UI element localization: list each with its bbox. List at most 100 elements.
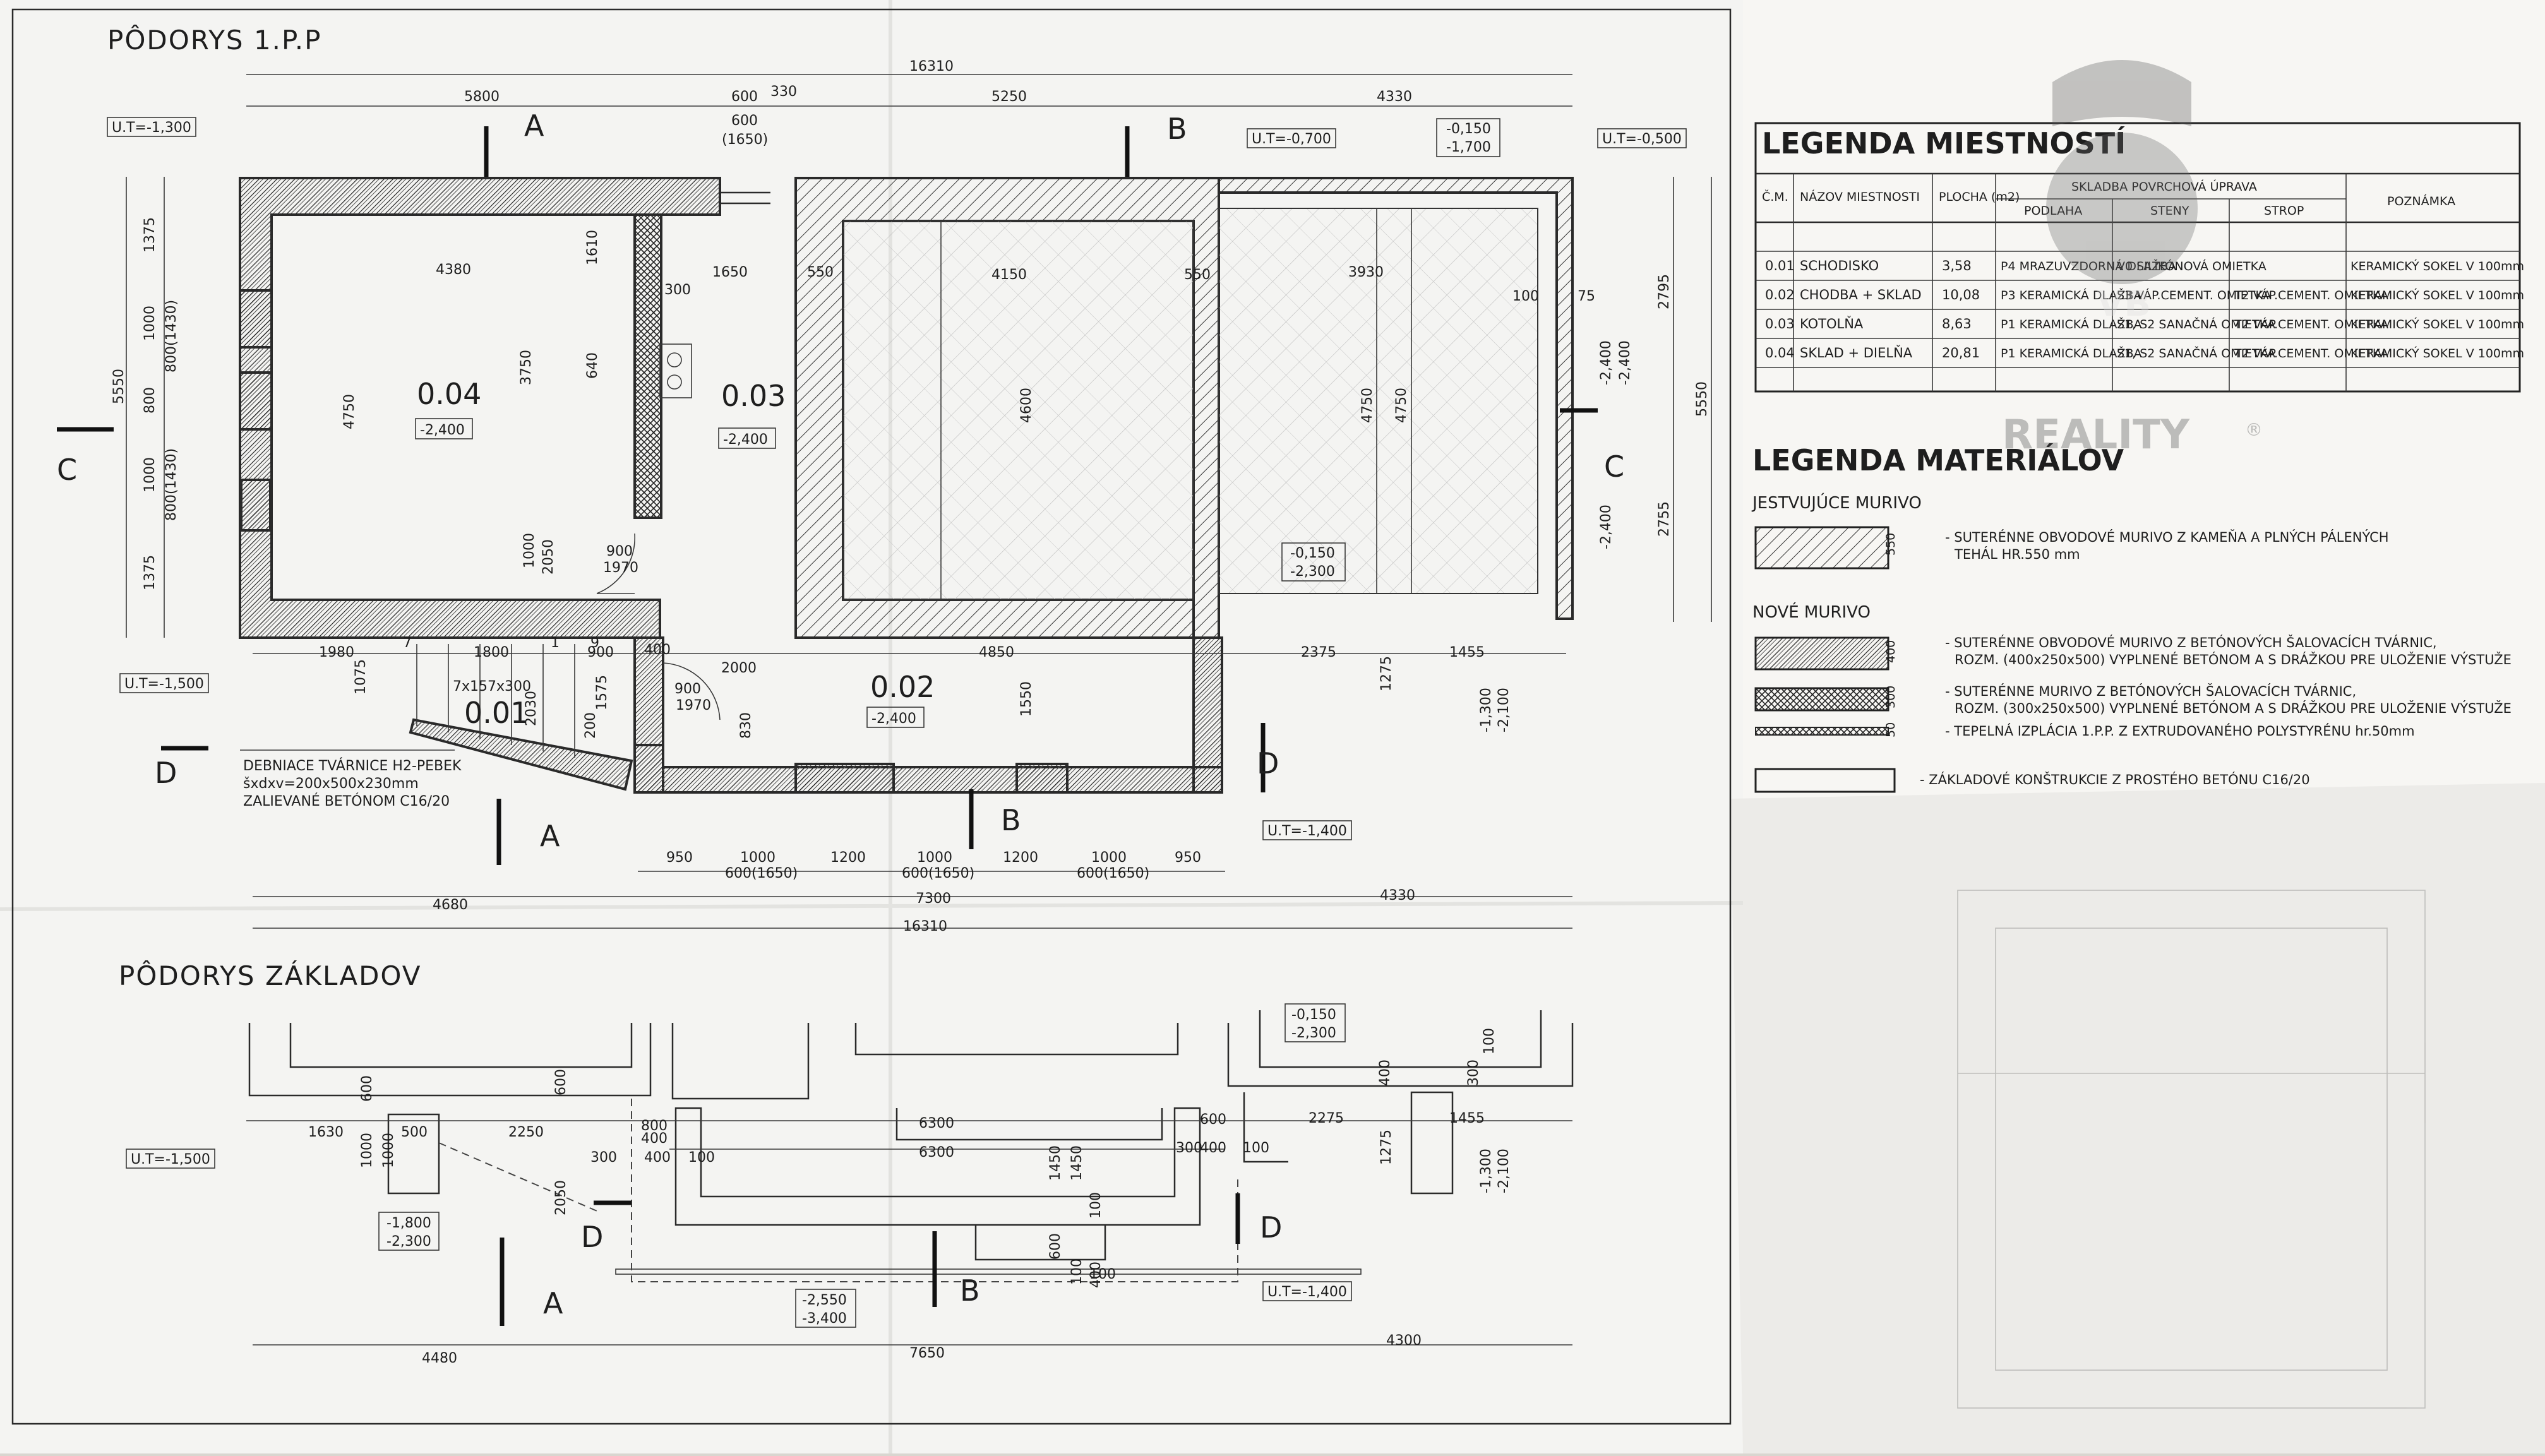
svg-text:2030: 2030 <box>524 691 539 726</box>
stair-treads <box>416 644 575 758</box>
svg-text:600(1650): 600(1650) <box>1077 866 1149 881</box>
svg-text:400: 400 <box>641 1131 668 1147</box>
svg-text:800(1430): 800(1430) <box>164 300 179 373</box>
svg-text:POZNÁMKA: POZNÁMKA <box>2387 194 2455 208</box>
svg-text:-2,100: -2,100 <box>1496 688 1512 732</box>
svg-text:SKLAD + DIELŇA: SKLAD + DIELŇA <box>1800 345 1913 361</box>
svg-text:P3 KERAMICKÁ DLAŽBA: P3 KERAMICKÁ DLAŽBA <box>2001 288 2142 302</box>
svg-text:1: 1 <box>551 635 560 651</box>
svg-text:NÁZOV MIESTNOSTI: NÁZOV MIESTNOSTI <box>1800 189 1920 204</box>
svg-text:- SUTERÉNNE OBVODOVÉ MURIVO Z: - SUTERÉNNE OBVODOVÉ MURIVO Z KAMEŇA A P… <box>1945 529 2389 545</box>
svg-text:3750: 3750 <box>518 350 534 385</box>
svg-text:2375: 2375 <box>1301 645 1336 660</box>
svg-text:100: 100 <box>1482 1028 1497 1054</box>
svg-text:300: 300 <box>590 1150 617 1166</box>
paper-back-sheet <box>1730 783 2545 1453</box>
svg-text:4330: 4330 <box>1377 89 1412 105</box>
svg-text:2795: 2795 <box>1656 274 1672 309</box>
dims-left: 1375 1000 800(1430) 800 1000 800(1430) 1… <box>111 217 179 590</box>
svg-text:KOTOLŇA: KOTOLŇA <box>1800 316 1864 331</box>
dims-bottom: 1980 1800 900 2000 4850 2375 1455 950 10… <box>319 645 1485 934</box>
svg-text:600(1650): 600(1650) <box>902 866 974 881</box>
swatch-new-wall-400 <box>1754 636 1889 671</box>
svg-text:U.T=-1,300: U.T=-1,300 <box>112 120 191 136</box>
svg-text:KERAMICKÝ SOKEL V 100mm: KERAMICKÝ SOKEL V 100mm <box>2350 346 2524 361</box>
section-letter: D <box>155 756 177 790</box>
section-letter: B <box>1001 803 1021 837</box>
room-number: 0.04 <box>417 377 481 411</box>
svg-text:T2 VÁP.CEMENT. OMIETKA: T2 VÁP.CEMENT. OMIETKA <box>2234 346 2388 361</box>
section-letter: A <box>543 1286 563 1320</box>
svg-text:3,58: 3,58 <box>1942 258 1972 273</box>
svg-text:1000: 1000 <box>917 850 952 866</box>
svg-text:KERAMICKÝ SOKEL V 100mm: KERAMICKÝ SOKEL V 100mm <box>2350 288 2524 302</box>
section-letter: C <box>57 453 77 487</box>
svg-text:S3 VÁP.CEMENT. OMIETKA: S3 VÁP.CEMENT. OMIETKA <box>2117 288 2272 302</box>
svg-text:300: 300 <box>1466 1059 1482 1086</box>
svg-text:600: 600 <box>359 1075 375 1102</box>
svg-text:600: 600 <box>731 113 758 129</box>
svg-text:800: 800 <box>142 387 158 414</box>
svg-text:PLOCHA (m2): PLOCHA (m2) <box>1939 190 2020 204</box>
svg-text:2050: 2050 <box>541 539 556 575</box>
svg-text:VB: VB <box>2097 283 2151 325</box>
svg-text:1455: 1455 <box>1449 1111 1485 1126</box>
svg-text:JESTVUJÚCE MURIVO: JESTVUJÚCE MURIVO <box>1751 492 1922 513</box>
watermark-logo: VB REALITY ® <box>2002 60 2263 458</box>
svg-text:1000: 1000 <box>359 1133 375 1168</box>
section-letter: A <box>524 109 544 143</box>
legend-title: LEGENDA MIESTNOSTÍ <box>1762 126 2126 160</box>
svg-text:100: 100 <box>1069 1258 1085 1285</box>
swatch-insulation <box>1755 727 1889 736</box>
svg-text:-0,150: -0,150 <box>1291 1007 1336 1023</box>
svg-text:1000: 1000 <box>740 850 775 866</box>
section-letter: D <box>1257 746 1279 780</box>
svg-text:330: 330 <box>770 84 797 100</box>
walls-1pp <box>239 177 1574 794</box>
svg-text:200: 200 <box>583 712 599 739</box>
section-letter: A <box>540 819 560 853</box>
svg-text:0.02: 0.02 <box>1765 287 1795 302</box>
svg-text:1375: 1375 <box>142 555 158 590</box>
svg-text:6300: 6300 <box>919 1116 954 1131</box>
svg-text:1450: 1450 <box>1048 1145 1063 1181</box>
svg-text:6300: 6300 <box>919 1145 954 1161</box>
svg-text:10,08: 10,08 <box>1942 287 1980 302</box>
svg-text:ZALIEVANÉ BETÓNOM C16/20: ZALIEVANÉ BETÓNOM C16/20 <box>243 793 450 809</box>
section-letter: C <box>1604 450 1624 484</box>
svg-text:550: 550 <box>1184 267 1211 283</box>
material-legend: LEGENDA MATERIÁLOV JESTVUJÚCE MURIVO 550… <box>1751 443 2512 793</box>
svg-text:4680: 4680 <box>433 897 468 913</box>
svg-text:-0,150: -0,150 <box>1446 121 1491 137</box>
svg-text:100: 100 <box>688 1150 715 1166</box>
drawing-frame <box>11 8 1732 1425</box>
room-level: -2,400 <box>420 422 465 438</box>
svg-text:1575: 1575 <box>594 675 610 710</box>
svg-text:300: 300 <box>1884 686 1898 708</box>
svg-text:5550: 5550 <box>1694 381 1710 417</box>
svg-text:1630: 1630 <box>308 1125 344 1140</box>
svg-text:V0 SILIKÓNOVÁ OMIETKA: V0 SILIKÓNOVÁ OMIETKA <box>2117 258 2267 273</box>
swatch-existing-wall <box>1754 526 1889 570</box>
svg-text:300: 300 <box>1176 1140 1202 1156</box>
svg-text:U.T=-1,400: U.T=-1,400 <box>1267 1284 1347 1300</box>
room-number: 0.02 <box>870 670 935 704</box>
svg-text:1275: 1275 <box>1379 656 1394 691</box>
room-labels: 0.04 -2,400 0.03 -2,400 0.02 -2,400 0.01 <box>415 377 935 730</box>
section-marks-1pp: A A B B C C D D <box>57 109 1624 865</box>
legend-title: LEGENDA MATERIÁLOV <box>1752 443 2124 477</box>
svg-text:-1,800: -1,800 <box>386 1215 431 1231</box>
svg-text:5550: 5550 <box>111 369 127 404</box>
svg-text:640: 640 <box>585 352 601 379</box>
section-marks-zaklady: A B D D <box>500 1193 1282 1326</box>
svg-text:500: 500 <box>401 1125 428 1140</box>
swatch-foundation <box>1754 768 1896 793</box>
svg-text:900: 900 <box>606 544 633 559</box>
svg-text:P4 MRAZUVZDORNÁ DLAŽBA: P4 MRAZUVZDORNÁ DLAŽBA <box>2001 259 2176 273</box>
svg-text:600: 600 <box>731 89 758 105</box>
svg-text:300: 300 <box>664 282 691 298</box>
svg-text:2250: 2250 <box>508 1125 544 1140</box>
svg-text:S1, S2 SANAČNÁ OMIETKA: S1, S2 SANAČNÁ OMIETKA <box>2117 345 2275 361</box>
svg-text:100: 100 <box>1243 1140 1269 1156</box>
